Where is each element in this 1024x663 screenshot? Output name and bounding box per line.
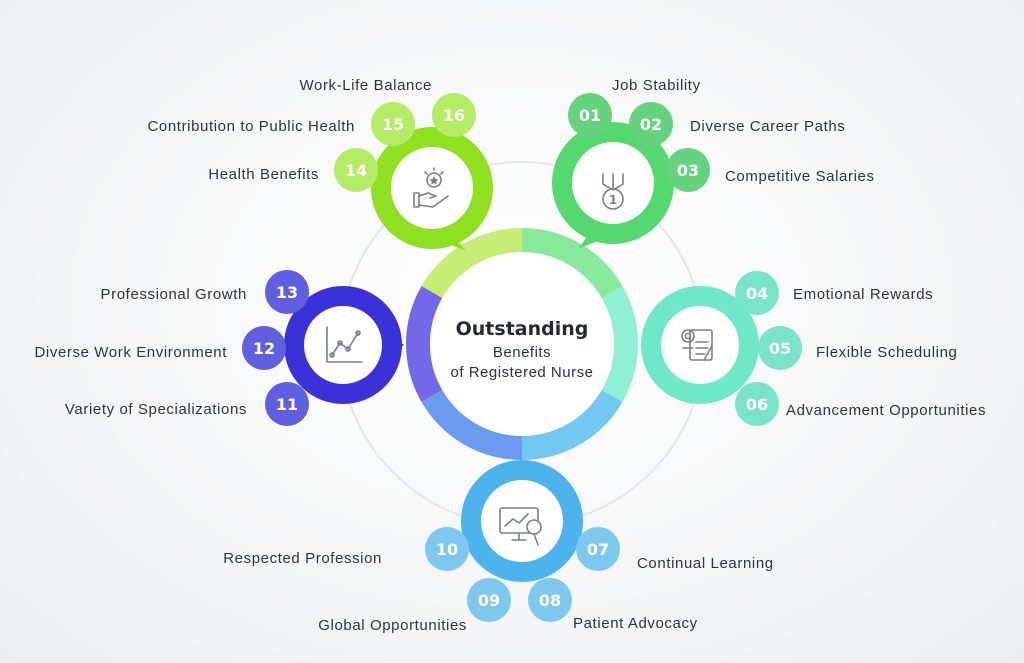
benefit-number: 04 [746, 284, 768, 303]
benefit-item-03: 03 Competitive Salaries [666, 148, 875, 192]
benefit-item-16: 16 Work-Life Balance [300, 77, 476, 137]
monitor-hub [461, 459, 583, 582]
checklist-hub [640, 286, 759, 404]
benefit-number: 02 [640, 115, 662, 134]
line-chart-icon [326, 326, 363, 363]
monitor-hub-pointer [514, 459, 530, 470]
number-bubble [467, 578, 511, 622]
checklist-hub-pointer [640, 337, 651, 353]
number-bubble [334, 148, 378, 192]
number-bubble [432, 93, 476, 137]
benefit-item-14: 14 Health Benefits [208, 148, 378, 192]
benefit-label: Patient Advocacy [573, 615, 698, 632]
benefit-item-05: 05 Flexible Scheduling [758, 326, 957, 370]
benefit-number: 09 [478, 591, 500, 610]
benefit-number: 13 [276, 283, 298, 302]
benefit-number: 10 [436, 540, 458, 559]
center-title: Outstanding [456, 318, 589, 340]
number-bubble [265, 382, 309, 426]
benefit-number: 16 [443, 106, 465, 125]
hand-star-icon [413, 167, 449, 208]
benefit-label: Flexible Scheduling [816, 344, 957, 361]
benefit-label: Contribution to Public Health [147, 118, 355, 135]
hand-star-hub-ring [371, 127, 493, 249]
benefit-label: Respected Profession [223, 550, 382, 567]
benefit-item-13: 13 Professional Growth [101, 270, 309, 314]
number-bubble [242, 326, 286, 370]
hand-star-hub-pointer [444, 236, 466, 251]
benefit-label: Job Stability [612, 77, 701, 94]
number-bubble [576, 527, 620, 571]
number-bubble [735, 382, 779, 426]
ring-segment-3 [521, 389, 623, 460]
benefit-label: Professional Growth [101, 286, 247, 303]
benefit-item-04: 04 Emotional Rewards [735, 271, 933, 315]
benefit-number: 01 [579, 106, 601, 125]
monitor-search-icon [499, 507, 542, 546]
checklist-icon [681, 329, 713, 361]
benefit-item-02: 02 Diverse Career Paths [629, 102, 845, 146]
ring-segment-6 [421, 228, 523, 299]
growth-chart-hub [284, 286, 404, 404]
number-bubble [758, 326, 802, 370]
benefit-number: 12 [253, 339, 275, 358]
hand-star-hub [371, 127, 493, 251]
benefit-item-15: 15 Contribution to Public Health [147, 102, 415, 146]
center-subtitle-line1: Benefits [493, 344, 551, 361]
benefit-item-06: 06 Advancement Opportunities [735, 382, 986, 426]
benefit-number: 08 [539, 591, 561, 610]
number-bubble [265, 270, 309, 314]
checklist-hub-ring [641, 286, 759, 404]
medal-icon: 1 [602, 173, 624, 210]
benefit-label: Global Opportunities [318, 617, 467, 634]
ring-segment-1 [521, 228, 623, 299]
number-bubble [629, 102, 673, 146]
benefit-number: 05 [769, 339, 791, 358]
number-bubble [425, 527, 469, 571]
medal-hub-pointer [578, 233, 600, 249]
benefit-label: Health Benefits [208, 166, 319, 183]
benefit-number: 14 [345, 161, 367, 180]
benefit-number: 07 [587, 540, 609, 559]
ring-segment-2 [601, 286, 638, 402]
benefit-label: Diverse Career Paths [690, 118, 845, 135]
benefit-label: Work-Life Balance [300, 77, 432, 94]
svg-text:1: 1 [609, 193, 617, 207]
growth-chart-hub-pointer [393, 337, 404, 353]
ring-segment-4 [421, 389, 523, 460]
benefit-label: Variety of Specializations [65, 401, 247, 418]
benefit-item-11: 11 Variety of Specializations [65, 382, 309, 426]
center-subtitle-line2: of Registered Nurse [451, 364, 594, 381]
number-bubble [371, 102, 415, 146]
center-disc [430, 252, 614, 436]
benefit-number: 06 [746, 395, 768, 414]
medal-hub: 1 [552, 122, 674, 249]
benefit-label: Diverse Work Environment [34, 344, 227, 361]
center-ring [406, 228, 638, 460]
benefit-label: Emotional Rewards [793, 286, 933, 303]
benefit-label: Continual Learning [637, 555, 774, 572]
benefit-label: Competitive Salaries [725, 168, 875, 185]
number-bubble [735, 271, 779, 315]
benefit-item-01: 01 Job Stability [568, 77, 701, 137]
benefit-label: Advancement Opportunities [786, 402, 986, 419]
benefit-number: 15 [382, 115, 404, 134]
number-bubble [528, 578, 572, 622]
number-bubble [666, 148, 710, 192]
ring-segment-5 [406, 286, 443, 402]
benefit-item-12: 12 Diverse Work Environment [34, 326, 286, 370]
benefit-number: 11 [276, 395, 298, 414]
number-bubble [568, 93, 612, 137]
benefit-number: 03 [677, 161, 699, 180]
